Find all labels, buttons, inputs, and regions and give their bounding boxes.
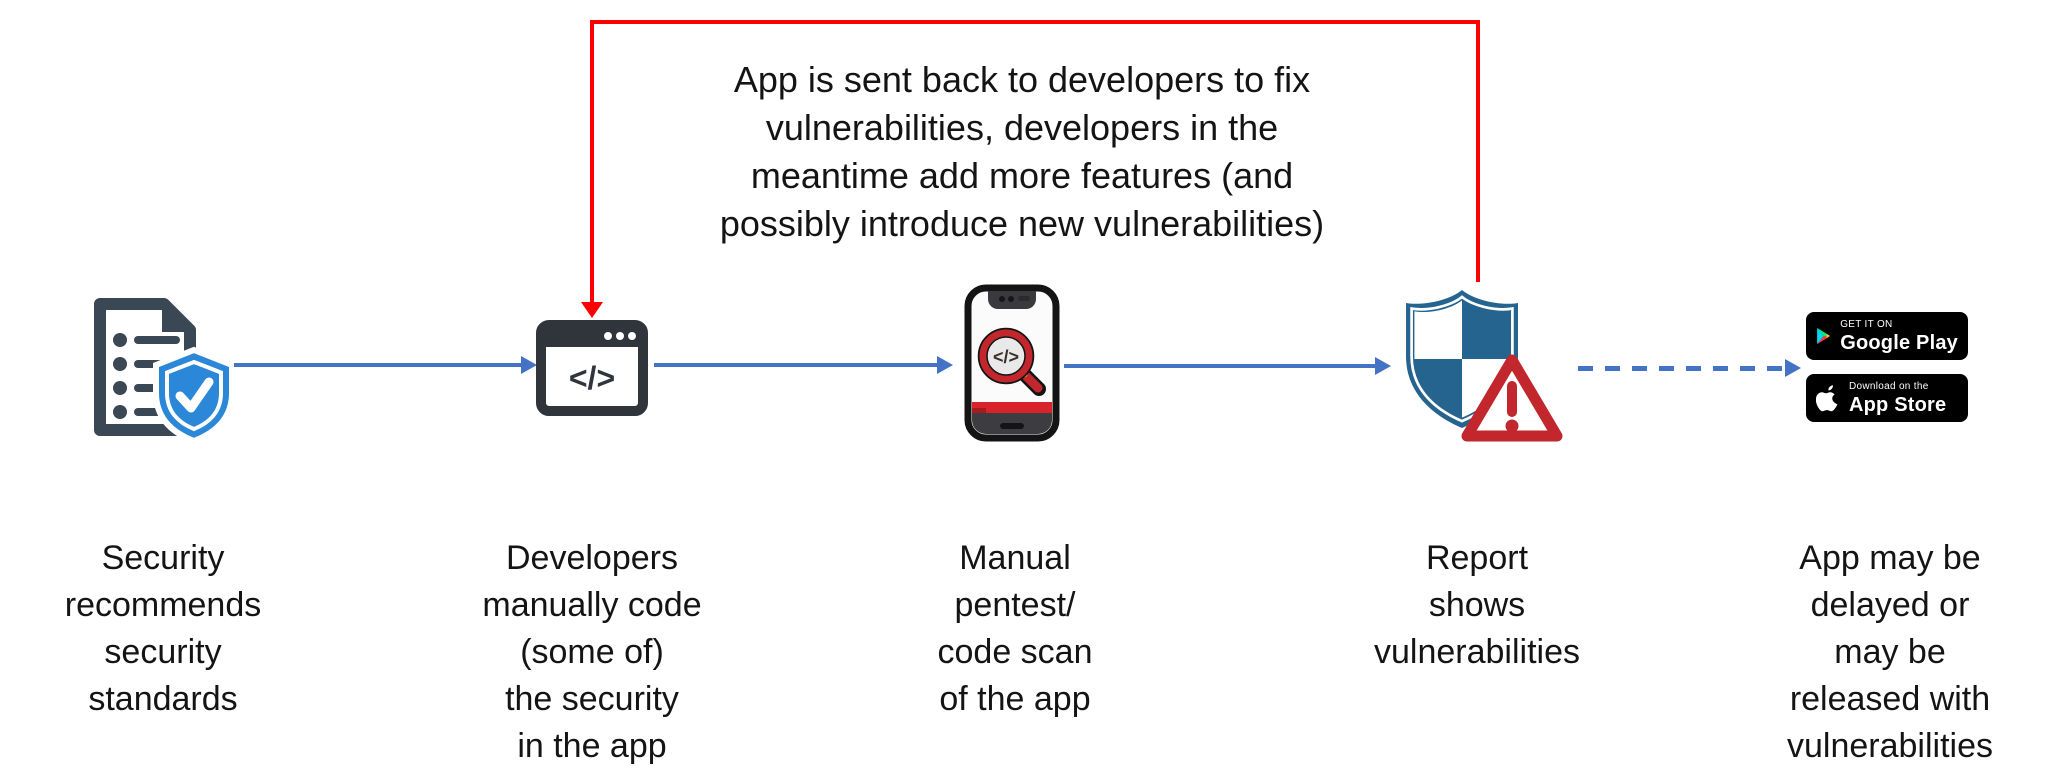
google-play-tagline: GET IT ON bbox=[1840, 318, 1893, 330]
feedback-note-text: App is sent back to developers to fix vu… bbox=[719, 59, 1325, 244]
flow-arrow-2-icon bbox=[654, 356, 953, 374]
step-label-pentest-scan: Manual pentest/ code scan of the app bbox=[937, 539, 1093, 718]
google-play-store-name: Google Play bbox=[1840, 331, 1958, 354]
feedback-loop-right-segment bbox=[1476, 20, 1480, 282]
feedback-loop-arrowhead-icon bbox=[581, 302, 603, 318]
document-shield-check-icon bbox=[94, 298, 234, 438]
step-label-security-standards: Security recommends security standards bbox=[64, 539, 262, 718]
feedback-loop-left-segment bbox=[590, 20, 594, 304]
flow-arrow-dashed-icon bbox=[1578, 359, 1801, 377]
flow-arrow-3-icon bbox=[1064, 357, 1391, 375]
google-play-icon bbox=[1817, 327, 1831, 345]
apple-icon bbox=[1816, 385, 1838, 412]
step-label-report: Report shows vulnerabilities bbox=[1374, 539, 1580, 671]
code-glyph: </> bbox=[569, 360, 615, 396]
magnifier-code-glyph: </> bbox=[993, 347, 1019, 367]
code-window-icon: </> bbox=[536, 320, 648, 416]
feedback-loop-top-segment bbox=[590, 20, 1480, 24]
store-badges: GET IT ON Google Play Download on the Ap… bbox=[1806, 312, 1968, 422]
phone-code-scan-icon: </> bbox=[964, 284, 1060, 442]
app-store-badge[interactable]: Download on the App Store bbox=[1806, 374, 1968, 422]
app-store-tagline: Download on the bbox=[1849, 380, 1929, 392]
google-play-badge[interactable]: GET IT ON Google Play bbox=[1806, 312, 1968, 360]
step-label-developers-code: Developers manually code (some of) the s… bbox=[482, 539, 702, 765]
step-label-release: App may be delayed or may be released wi… bbox=[1787, 539, 1993, 765]
app-store-store-name: App Store bbox=[1849, 393, 1947, 416]
flow-arrow-1-icon bbox=[234, 356, 537, 374]
shield-warning-icon bbox=[1406, 290, 1563, 442]
